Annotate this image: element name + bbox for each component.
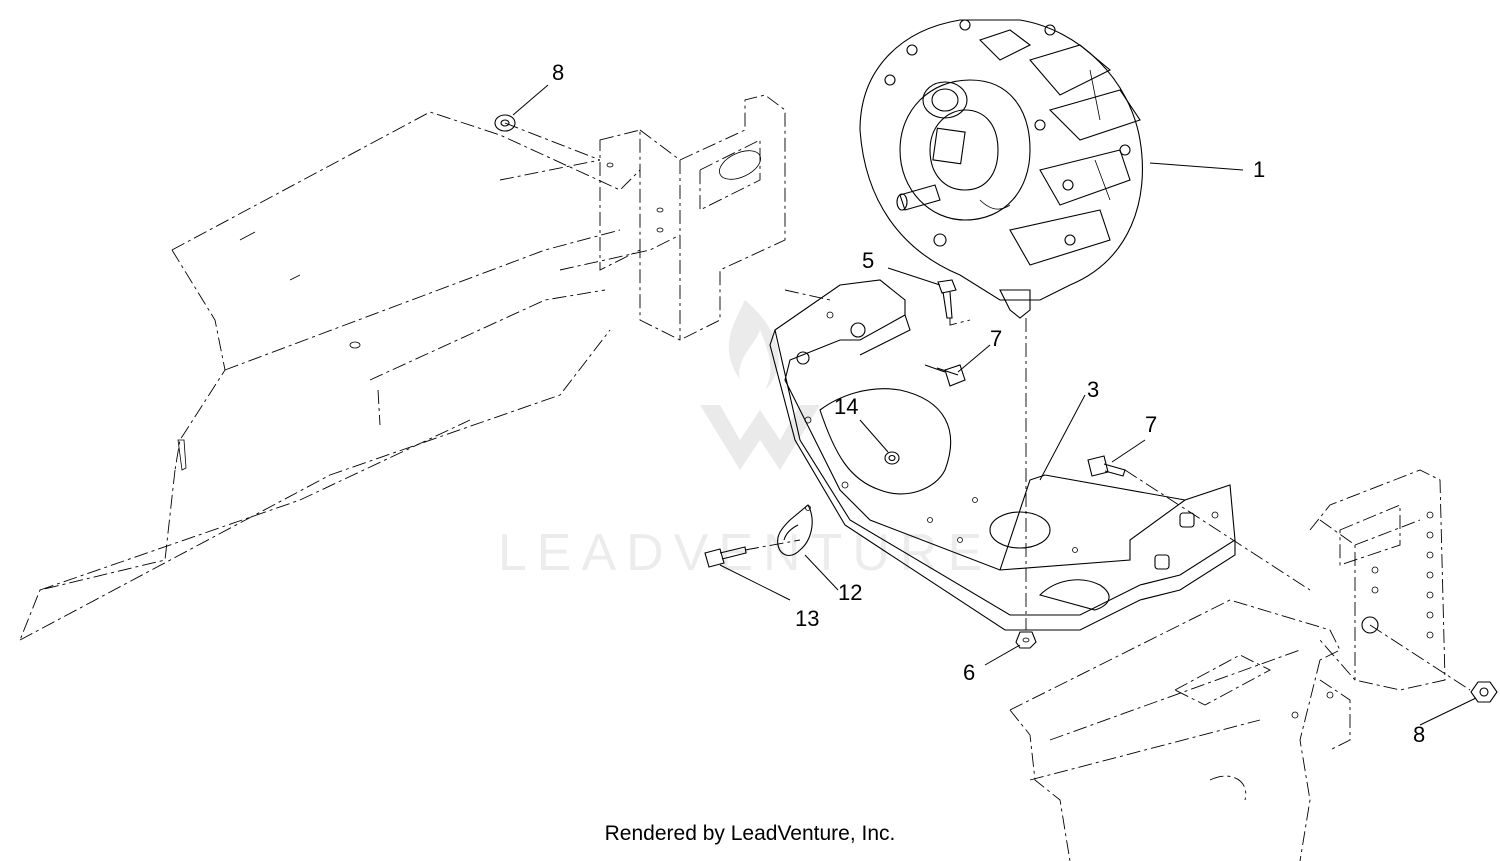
watermark-text: LEADVENTURE bbox=[498, 524, 992, 582]
callout-14: 14 bbox=[834, 394, 858, 419]
callout-8-lower: 8 bbox=[1413, 722, 1425, 747]
right-frame-rail bbox=[1009, 599, 1351, 861]
hydro-pump bbox=[859, 19, 1143, 319]
nut-14 bbox=[884, 451, 900, 465]
callout-7-upper: 7 bbox=[990, 326, 1002, 351]
callout-5: 5 bbox=[862, 248, 874, 273]
nut-6 bbox=[1015, 631, 1037, 649]
bolt-5 bbox=[937, 279, 957, 319]
mounting-bracket bbox=[769, 279, 1236, 631]
callout-3: 3 bbox=[1087, 377, 1099, 402]
leader-lines bbox=[512, 84, 1477, 726]
clamp-12 bbox=[777, 504, 813, 556]
hardware bbox=[494, 114, 1498, 703]
callout-1: 1 bbox=[1253, 157, 1265, 182]
footer-credit: Rendered by LeadVenture, Inc. bbox=[604, 822, 896, 845]
callout-6: 6 bbox=[963, 660, 975, 685]
left-bracket bbox=[499, 94, 786, 341]
assembly-lines bbox=[504, 122, 1471, 691]
nut-8-lower bbox=[1470, 681, 1498, 703]
watermark: LEADVENTURE bbox=[498, 300, 992, 582]
callout-13: 13 bbox=[795, 606, 819, 631]
bolt-7-right bbox=[1087, 455, 1126, 477]
left-frame-rail bbox=[19, 111, 681, 641]
callout-7-right: 7 bbox=[1145, 412, 1157, 437]
callout-12: 12 bbox=[838, 580, 862, 605]
bolt-7-upper bbox=[924, 364, 966, 387]
callout-8-upper: 8 bbox=[552, 60, 564, 85]
right-bracket bbox=[1309, 469, 1446, 691]
watermark-logo-icon bbox=[700, 300, 820, 470]
nut-8-upper bbox=[494, 114, 516, 132]
callouts: 1 3 5 6 7 7 8 8 12 13 14 bbox=[552, 60, 1425, 747]
